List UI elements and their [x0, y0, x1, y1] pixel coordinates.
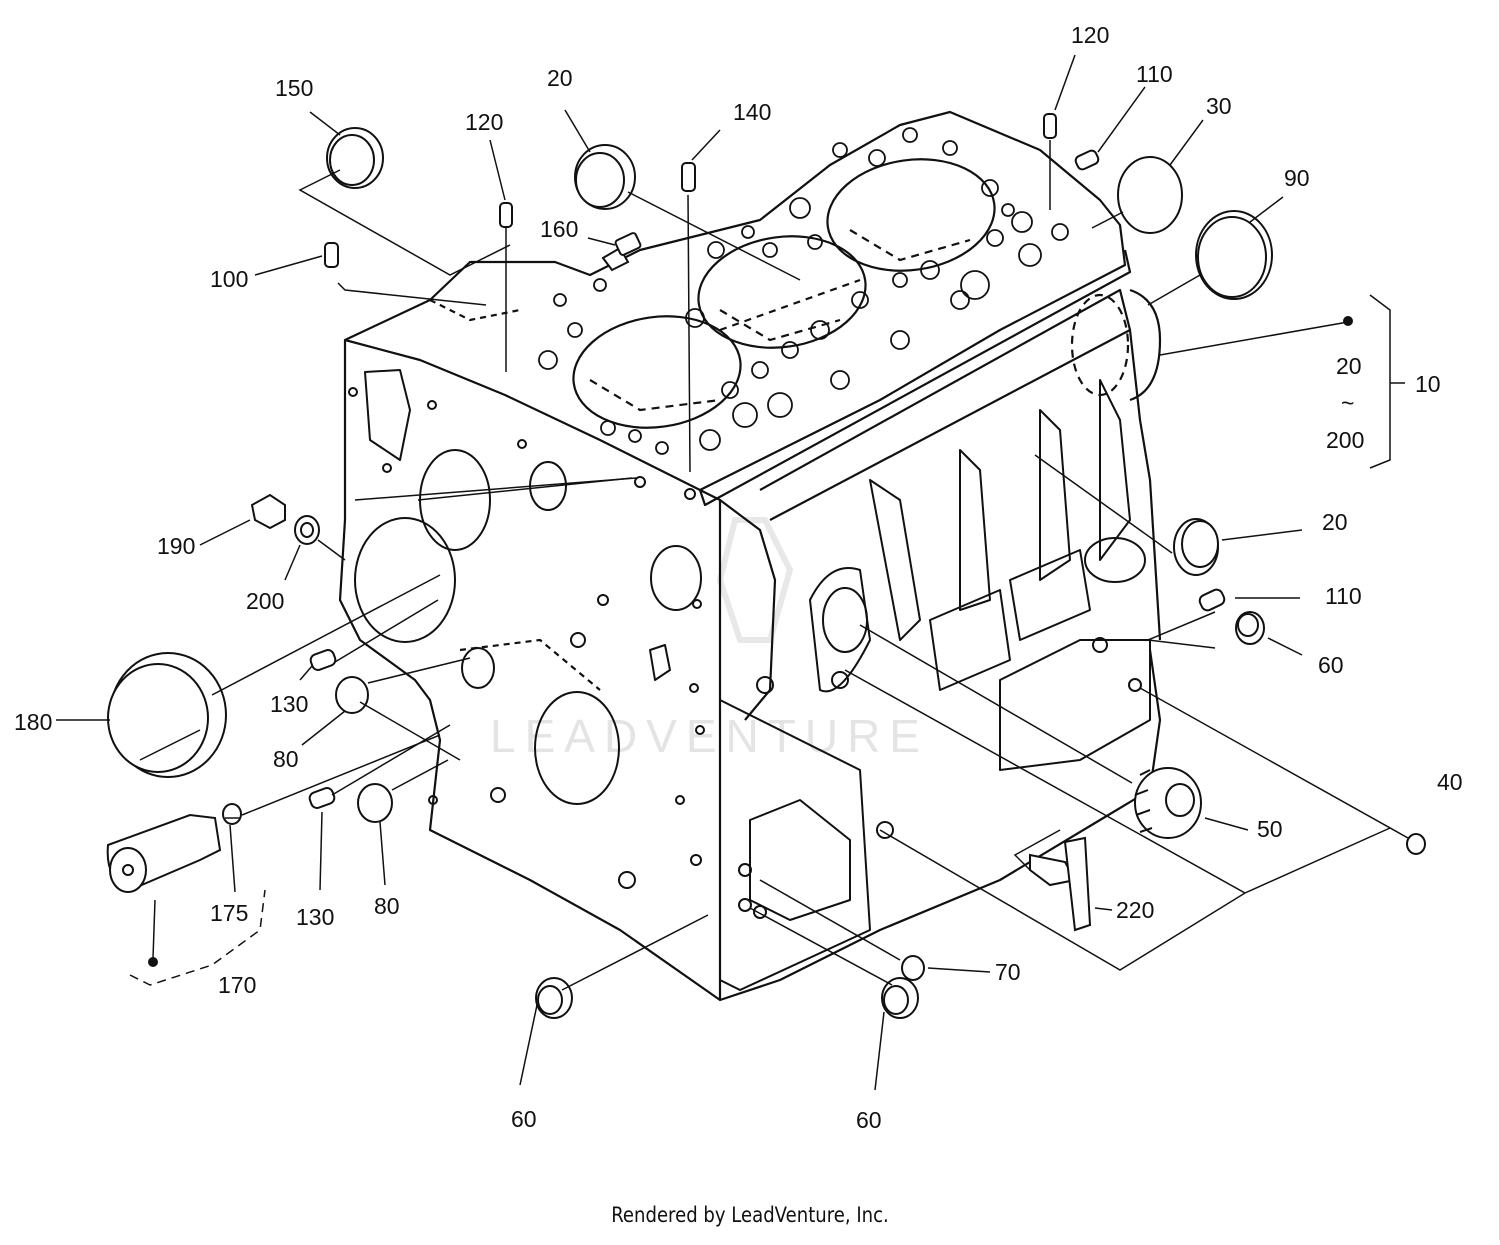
footer-credit: Rendered by LeadVenture, Inc.: [611, 1203, 889, 1227]
callout-190: 190: [157, 533, 195, 559]
callout-130-b: 130: [296, 904, 334, 930]
callout-10: 10: [1415, 371, 1441, 397]
callout-80-b: 80: [374, 893, 400, 919]
callout-40: 40: [1437, 769, 1463, 795]
callout-range-tilde: ~: [1341, 390, 1354, 416]
watermark-text: LEADVENTURE: [490, 710, 929, 762]
callout-70: 70: [995, 959, 1021, 985]
watermark: LEADVENTURE: [490, 517, 929, 762]
engine-block: [338, 110, 1162, 1002]
callout-180: 180: [14, 709, 52, 735]
callout-80-a: 80: [273, 746, 299, 772]
callout-175: 175: [210, 900, 248, 926]
loose-parts: [106, 113, 1426, 1019]
callout-220: 220: [1116, 897, 1154, 923]
callout-60-bottom-middle: 60: [856, 1107, 882, 1133]
callout-50: 50: [1257, 816, 1283, 842]
callout-140: 140: [733, 99, 771, 125]
callout-200-range: 200: [1326, 427, 1364, 453]
callout-100: 100: [210, 266, 248, 292]
callout-20-top: 20: [547, 65, 573, 91]
leader-lines: [56, 54, 1409, 1091]
callout-150: 150: [275, 75, 313, 101]
callout-labels: 150 20 120 140 120 110 30 90 160 100 20 …: [14, 22, 1463, 1133]
callout-60-bottom-left: 60: [511, 1106, 537, 1132]
callout-20-range: 20: [1336, 353, 1362, 379]
callout-20-right: 20: [1322, 509, 1348, 535]
leader-dots: [148, 316, 1353, 967]
callout-120-right: 120: [1071, 22, 1109, 48]
callout-90: 90: [1284, 165, 1310, 191]
callout-120-left: 120: [465, 109, 503, 135]
callout-130-a: 130: [270, 691, 308, 717]
callout-110-top: 110: [1136, 61, 1173, 87]
callout-60-right: 60: [1318, 652, 1344, 678]
callout-30: 30: [1206, 93, 1232, 119]
callout-160: 160: [540, 216, 578, 242]
callout-170: 170: [218, 972, 256, 998]
callout-200-left: 200: [246, 588, 284, 614]
callout-110-right: 110: [1325, 583, 1362, 609]
